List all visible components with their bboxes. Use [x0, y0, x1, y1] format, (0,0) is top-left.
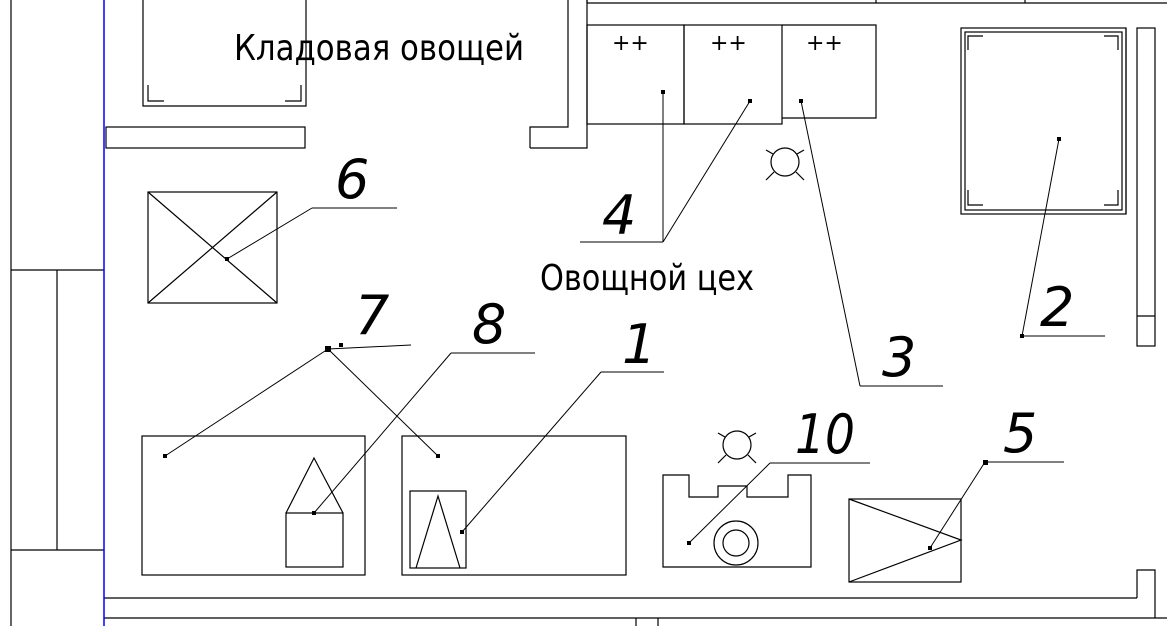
leader-dots [163, 90, 1061, 550]
leader-lines [164, 92, 1105, 549]
floor-drain-icon-2 [717, 430, 757, 464]
label-number-6: 6 [335, 148, 369, 211]
equipment-1-machine [409, 490, 467, 569]
label-number-10: 10 [795, 403, 855, 466]
label-number-5: 5 [1003, 402, 1037, 465]
room-label-vegetable-storage: Кладовая овощей [234, 28, 524, 69]
equipment-2-rack [960, 27, 1127, 215]
sink-group [586, 24, 877, 125]
floor-drain-icon [765, 147, 805, 181]
equipment-5-box [848, 498, 963, 583]
sink-marks-3: ++ [806, 31, 843, 56]
label-number-8: 8 [472, 293, 506, 356]
building-walls [10, 0, 1167, 626]
sink-marks-1: ++ [612, 31, 649, 56]
equipment-7-table-right [401, 435, 627, 576]
room-label-vegetable-shop: Овощной цех [540, 258, 754, 299]
label-number-4: 4 [602, 184, 636, 247]
sink-marks-2: ++ [710, 31, 747, 56]
equipment-10-bath [662, 474, 812, 568]
equipment-6-box [147, 191, 278, 304]
label-number-7: 7 [355, 284, 389, 347]
equipment-7-table-left [141, 435, 366, 576]
label-number-3: 3 [882, 326, 916, 389]
label-number-2: 2 [1040, 276, 1074, 339]
label-number-1: 1 [622, 313, 656, 376]
